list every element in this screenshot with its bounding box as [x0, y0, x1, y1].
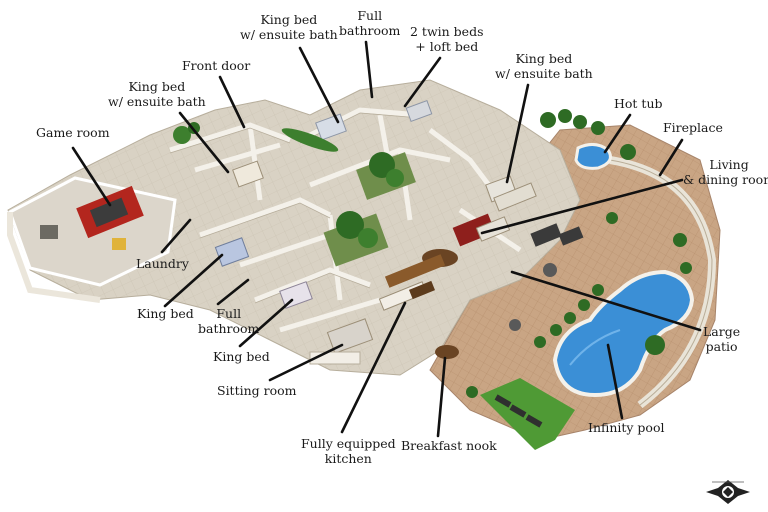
loungers [494, 394, 543, 428]
shrubs [466, 109, 692, 398]
label-hot-tub: Hot tub [614, 96, 663, 111]
kitchen-counters [378, 254, 446, 311]
label-full-bathroom-top: Full bathroom [339, 8, 401, 38]
label-full-bathroom-bottom: Full bathroom [198, 306, 260, 336]
label-twin-beds-loft: 2 twin beds + loft bed [410, 24, 484, 54]
label-large-patio: Large patio [703, 324, 741, 354]
label-breakfast-nook: Breakfast nook [401, 438, 497, 453]
house-floor [7, 79, 581, 376]
label-living-dining: Living & dining room [683, 157, 768, 187]
label-king-bed-a: King bed [137, 306, 194, 321]
courtyard-plants [173, 122, 416, 267]
label-front-door: Front door [182, 58, 251, 73]
label-sitting-room: Sitting room [217, 383, 297, 398]
lawn [480, 378, 575, 450]
label-king-bed-ensuite-right: King bed w/ ensuite bath [495, 51, 593, 81]
label-kitchen: Fully equipped kitchen [301, 436, 396, 466]
logo-emblem-icon [706, 480, 750, 504]
patio-deck [429, 124, 721, 441]
label-king-bed-ensuite-top: King bed w/ ensuite bath [240, 12, 338, 42]
label-king-bed-ensuite-left: King bed w/ ensuite bath [108, 79, 206, 109]
infinity-pool [552, 269, 695, 398]
leader-lines [71, 40, 702, 438]
label-infinity-pool: Infinity pool [588, 420, 665, 435]
hot-tub [574, 143, 612, 170]
label-king-bed-b: King bed [213, 349, 270, 364]
label-fireplace: Fireplace [663, 120, 723, 135]
breakfast-table [435, 345, 459, 359]
patio-furniture [509, 223, 584, 331]
pool-table [89, 197, 129, 228]
label-game-room: Game room [36, 125, 110, 140]
label-laundry: Laundry [136, 256, 189, 271]
